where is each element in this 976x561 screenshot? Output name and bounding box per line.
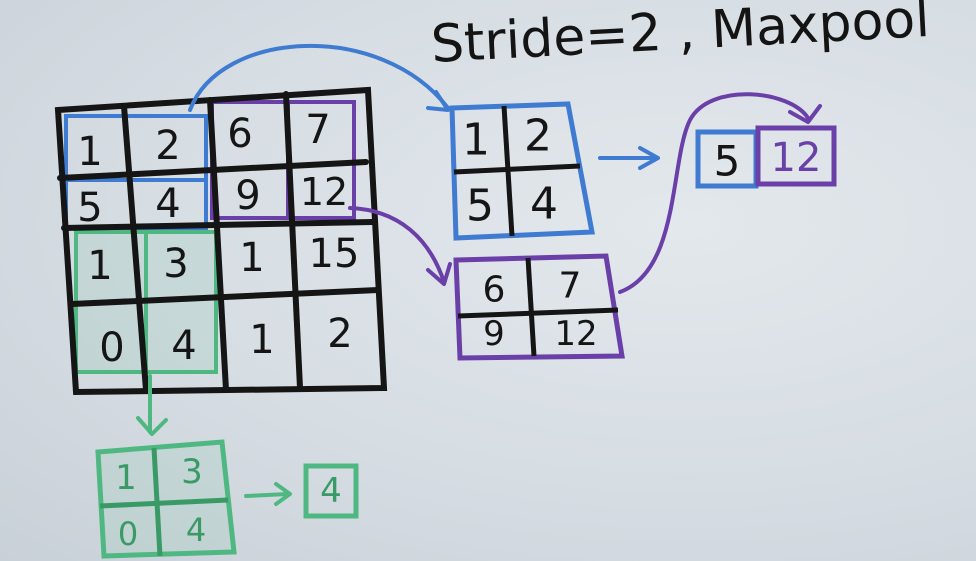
blue-cell-r2c2: 4 — [530, 179, 558, 230]
input-cell-r2c3: 9 — [235, 173, 260, 219]
green-window: 1 3 0 4 — [95, 439, 237, 559]
input-cell-r3c3: 1 — [239, 235, 264, 281]
input-cell-r4c2: 4 — [171, 323, 196, 369]
input-cell-r1c1: 1 — [77, 129, 102, 175]
input-cell-r1c4: 7 — [305, 107, 330, 153]
blue-cell-r2c1: 5 — [466, 181, 494, 232]
purple-arrow-to-output — [618, 92, 810, 294]
input-cell-r3c1: 1 — [87, 243, 112, 289]
output-green: 4 — [303, 463, 359, 519]
blue-cell-r1c1: 1 — [462, 115, 490, 166]
purple-window: 6 7 9 12 — [453, 253, 625, 361]
blue-arrowhead-to-output — [638, 146, 660, 170]
green-arrow-to-output — [244, 492, 290, 498]
input-cell-r2c4: 12 — [300, 170, 348, 214]
input-cell-r2c2: 4 — [155, 181, 180, 227]
green-cell-r1c1: 1 — [115, 458, 137, 498]
purple-cell-r1c1: 6 — [483, 270, 506, 311]
title: Stride=2 , Maxpool — [430, 0, 932, 75]
purple-arc-arrow — [348, 206, 446, 284]
green-cell-r1c2: 3 — [181, 452, 203, 492]
purple-cell-r2c2: 12 — [554, 314, 597, 354]
output-green-max: 4 — [320, 471, 342, 511]
input-cell-r4c3: 1 — [249, 317, 274, 363]
green-cell-r2c1: 0 — [118, 515, 138, 553]
input-cell-r3c4: 15 — [309, 231, 360, 277]
purple-cell-r1c2: 7 — [559, 266, 582, 307]
purple-cell-r2c1: 9 — [483, 314, 505, 354]
output-blue-max: 5 — [714, 137, 741, 186]
input-cell-r3c2: 3 — [163, 241, 188, 287]
input-cell-r4c1: 0 — [99, 325, 124, 371]
input-cell-r1c2: 2 — [155, 123, 180, 169]
purple-arc-arrowhead — [426, 262, 452, 286]
output-row: 5 12 — [695, 125, 837, 189]
input-cell-r2c1: 5 — [77, 185, 102, 231]
green-arrowhead-to-output — [274, 482, 292, 506]
blue-arc-arrow — [188, 43, 450, 112]
blue-window: 1 2 5 4 — [449, 101, 595, 241]
output-purple-max: 12 — [771, 135, 822, 181]
input-cell-r1c3: 6 — [227, 111, 252, 157]
green-cell-r2c2: 4 — [186, 511, 206, 549]
blue-cell-r1c2: 2 — [524, 111, 552, 162]
blue-arc-arrowhead — [426, 90, 450, 112]
input-cell-r4c4: 2 — [327, 311, 352, 357]
purple-arrowhead-to-output — [788, 104, 822, 124]
input-grid: 1 2 6 7 5 4 9 12 1 3 1 15 0 4 1 2 — [54, 86, 388, 396]
green-arrowhead-down — [136, 416, 168, 436]
